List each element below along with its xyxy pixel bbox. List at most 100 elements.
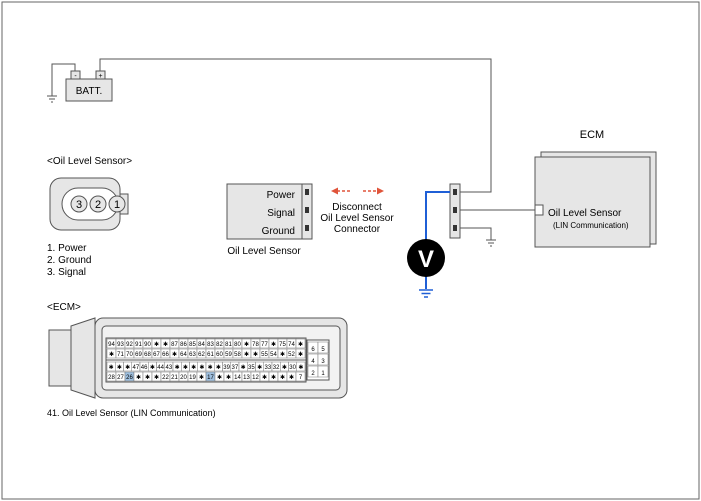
ecm-title: ECM	[580, 129, 604, 141]
sensor-pin-power	[305, 189, 309, 195]
ecm-pin-row1-21-cell	[295, 338, 306, 349]
ecm-pin-row1-5: ✱	[154, 341, 159, 348]
oil-sensor-pin-label-1: 1	[114, 199, 120, 211]
ecm-pin-row4-2: 26	[126, 375, 133, 381]
ecm-pin-row3-1: ✱	[117, 364, 122, 371]
ecm-pin-row3-11: ✱	[199, 364, 204, 371]
ecm-pin-row3-20: 32	[273, 365, 280, 371]
ecm-side-pin-1-cell	[317, 341, 329, 354]
ecm-pin-row2-3: 69	[135, 352, 142, 358]
ecm-pin-row4-6: 22	[162, 375, 169, 381]
ecm-pin-row4-3: ✱	[136, 374, 141, 381]
ecm-pin-row4-10: ✱	[199, 374, 204, 381]
ecm-pin-row4-17: ✱	[262, 374, 267, 381]
ecm-pin-row4-0: 28	[108, 375, 115, 381]
sensor-pin-ground	[305, 225, 309, 231]
ecm-pin-row1-13: 81	[225, 342, 232, 348]
oil-sensor-legend-1: 1. Power	[47, 243, 87, 254]
ecm-pin-row1-21: ✱	[298, 341, 303, 348]
ecm-pin-row2-15: ✱	[244, 351, 249, 358]
ecm-pin-row3-6: 44	[157, 365, 164, 371]
ecm-pin-row4-5: ✱	[154, 374, 159, 381]
battery-ground-wire	[51, 63, 76, 96]
ecm-pin-row1-7: 87	[171, 342, 178, 348]
ecm-pin-row2-14: 58	[234, 352, 241, 358]
ecm-pin-row1-4: 90	[144, 342, 151, 348]
oil-sensor-pin-label-3: 3	[76, 199, 82, 211]
battery-ground-icon	[47, 95, 57, 103]
ecm-pin-row2-20: 52	[288, 352, 295, 358]
ecm-side-pin-3-cell	[317, 353, 329, 366]
ecm-pin-row1-0: 94	[108, 342, 115, 348]
oil-sensor-legend-3: 3. Signal	[47, 267, 86, 278]
ecm-pin-row3-0: ✱	[109, 364, 114, 371]
battery-label: BATT.	[76, 86, 102, 97]
ecm-pin-row2-13: 59	[225, 352, 232, 358]
ecm-pin-row4-16: 12	[252, 375, 259, 381]
ecm-pin-row2-8: 64	[180, 352, 187, 358]
sensor-module-caption: Oil Level Sensor	[227, 246, 301, 257]
ecm-pin-row2-1: 71	[117, 352, 124, 358]
battery-neg-symbol: -	[74, 73, 77, 80]
voltmeter: V	[407, 239, 445, 277]
ecm-connector-collar	[70, 317, 96, 399]
ecm-pin-row3-22: 30	[289, 365, 296, 371]
measure-ground-icon	[419, 289, 433, 298]
ecm-pin-label: Oil Level Sensor	[548, 208, 622, 219]
ecm-pin-row3-10: ✱	[191, 364, 196, 371]
ecm-pin-row1-19: 75	[279, 342, 286, 348]
ecm-pin-row4-1: 27	[117, 375, 124, 381]
ecm-pin-row1-6: ✱	[163, 341, 168, 348]
ecm-pin-row1-18: ✱	[271, 341, 276, 348]
ecm-pin-row4-7: 21	[171, 375, 178, 381]
ecm-pin-row4-11: 17	[207, 375, 214, 381]
ecm-pin-row2-9: 63	[189, 352, 196, 358]
ecm-pin-row4-19: ✱	[280, 374, 285, 381]
ecm-side-pin-0: 6	[311, 347, 315, 353]
ecm-connector-cable-boot	[48, 329, 72, 387]
ecm-pin-row2-2: 70	[126, 352, 133, 358]
ecm-pin-row2-11: 61	[207, 352, 214, 358]
ecm-pin-row4-13: ✱	[226, 374, 231, 381]
disconnect-line-2: Oil Level Sensor	[320, 213, 394, 224]
power-wire	[99, 58, 492, 193]
ecm-pin-row1-14: 80	[234, 342, 241, 348]
disconnect-arrows	[331, 187, 384, 195]
disconnect-arrowhead-left	[331, 187, 338, 195]
ecm-pin-row3-13: ✱	[216, 364, 221, 371]
battery-pos-symbol: +	[98, 73, 102, 80]
ecm-pin-row3-18: ✱	[257, 364, 262, 371]
ecm-pin-row3-12: ✱	[208, 364, 213, 371]
ecm-pin-row3-2: ✱	[125, 364, 130, 371]
ecm-pin-row4-4: ✱	[145, 374, 150, 381]
disconnect-line-1: Disconnect	[332, 202, 382, 213]
measure-wire-positive	[425, 191, 450, 240]
ecm-pin-row1-16: 78	[252, 342, 259, 348]
ecm-pin-row2-10: 62	[198, 352, 205, 358]
ecm-side-pin-1: 5	[321, 347, 325, 353]
ecm-pin-row3-23-cell	[296, 361, 306, 372]
ecm-pin-row1-12: 82	[216, 342, 223, 348]
ecm-pin-row3-21: ✱	[282, 364, 287, 371]
ecm-pin-row4-20: ✱	[289, 374, 294, 381]
ecm-pin-row3-15: 37	[232, 365, 239, 371]
ecm-pin-row4-15: 13	[243, 375, 250, 381]
ecm-pin-row3-17: 35	[248, 365, 255, 371]
ecm-pin-sublabel: (LIN Communication)	[553, 221, 629, 230]
ecm-pin-row3-23: ✱	[298, 364, 303, 371]
ecm-pin-row4-9: 19	[189, 375, 196, 381]
ecm-connector-legend: 41. Oil Level Sensor (LIN Communication)	[47, 408, 216, 418]
ecm-pin-row2-19: ✱	[280, 351, 285, 358]
ecm-pin-row4-8: 20	[180, 375, 187, 381]
sensor-pin-label-ground: Ground	[262, 226, 295, 237]
ecm-pin-row2-12: 60	[216, 352, 223, 358]
sensor-module: Power Signal Ground Oil Level Sensor	[226, 183, 313, 257]
oil-sensor-pin-2	[89, 195, 107, 213]
ecm-module: ECM Oil Level Sensor (LIN Communication)	[534, 129, 657, 248]
ecm-pin-row2-4: 68	[144, 352, 151, 358]
ecm-connector-heading: <ECM>	[47, 302, 81, 313]
